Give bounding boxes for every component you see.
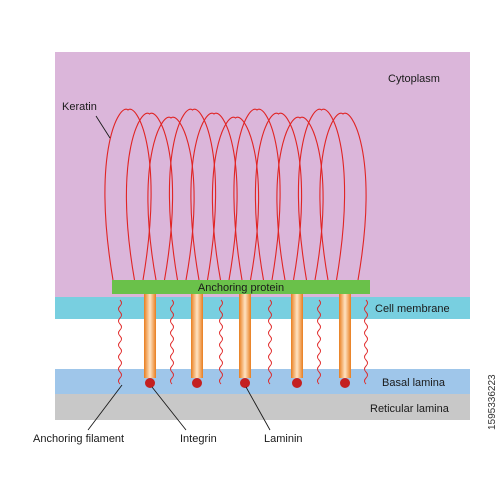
anchoring-filament-label: Anchoring filament [33,433,124,445]
keratin-loop [211,116,260,281]
anchoring-filaments [118,299,368,385]
keratin-filaments [104,108,367,281]
integrin-column [144,294,156,378]
laminin-leader-line [245,386,271,431]
laminin-dot [292,378,302,388]
integrin-column [339,294,351,378]
stock-image-id: 1595336223 [487,374,498,430]
reticular-lamina-label: Reticular lamina [370,403,450,415]
cell-membrane-label: Cell membrane [375,303,450,315]
anchoring-filament [268,299,272,385]
basal-lamina-band [55,369,470,394]
anchoring-filament [219,299,223,385]
cytoplasm-label: Cytoplasm [388,73,440,85]
integrin-columns [144,294,351,388]
keratin-loop [168,108,217,281]
integrin-column [239,294,251,378]
cytoplasm-region [55,52,470,297]
laminin-dot [340,378,350,388]
laminin-dot [192,378,202,388]
keratin-loop [125,112,174,281]
anchoring-protein-label: Anchoring protein [198,282,284,294]
keratin-loop [147,116,195,281]
anchoring-filament [364,299,368,385]
anchoring-filament [170,299,174,385]
extracellular-gap [55,319,470,369]
laminin-dot [240,378,250,388]
laminin-dot [145,378,155,388]
anchoring-filament-leader-line [87,384,123,431]
laminin-label: Laminin [264,433,303,445]
integrin-leader-line [151,386,187,431]
keratin-loop [297,108,346,281]
basal-lamina-label: Basal lamina [382,377,446,389]
integrin-label: Integrin [180,433,217,445]
keratin-loop [104,108,152,281]
keratin-loop [319,112,367,281]
keratin-label: Keratin [62,101,97,113]
integrin-column [191,294,203,378]
keratin-loop [254,112,303,281]
anchoring-protein-plaque [112,280,370,294]
keratin-loop [233,108,281,281]
cell-membrane-band [55,297,470,319]
keratin-loop [276,116,324,281]
anchoring-filament [118,299,122,385]
keratin-loop [190,112,238,281]
anchoring-filament [317,299,321,385]
integrin-column [291,294,303,378]
keratin-leader-line [95,115,111,139]
